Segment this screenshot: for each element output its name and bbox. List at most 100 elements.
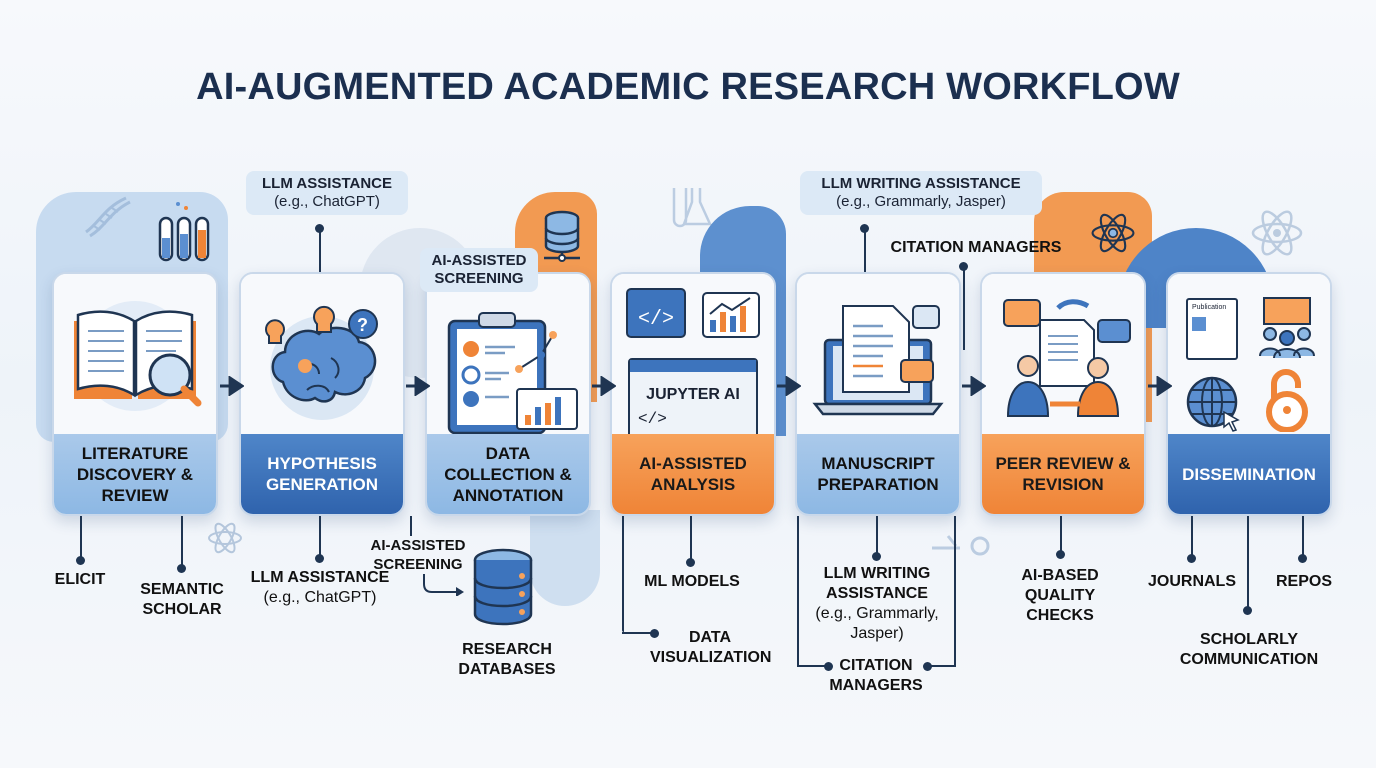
globe-icon [1186,376,1240,432]
tool-citation-managers: CITATION MANAGERS [829,657,923,694]
connector [690,516,692,562]
tool-ai-screening: AI-ASSISTED SCREENING [370,537,466,573]
tool-scholarly-communication: SCHOLARLY COMMUNICATION [1179,631,1319,668]
connector-dot [650,629,659,638]
book-magnifier-icon [74,301,202,411]
connector [319,516,321,558]
stage-label: HYPOTHESIS GENERATION [241,434,403,514]
tool-title: LLM ASSISTANCE [250,569,390,586]
connector-dot [860,224,869,233]
stage-card-dissemination[interactable]: Publication DISSEMINATION [1166,272,1332,516]
connector-dot [315,554,324,563]
database-server-icon [544,210,580,262]
dna-icon [85,196,131,238]
bar-chart-icon [702,292,760,338]
connector [1247,516,1249,610]
code-window-icon: </> [626,288,686,338]
tool-ml-models: ML MODELS [644,573,740,590]
atom-icon-small [208,522,242,554]
open-lock-icon [1266,369,1308,432]
stage-card-data-collection[interactable]: DATA COLLECTION & ANNOTATION [425,272,591,516]
svg-text:?: ? [357,315,368,335]
connector [622,632,652,634]
arrow-right-icon [592,376,616,396]
connector-dot [1243,606,1252,615]
stage-card-analysis[interactable]: </> JUPYTER AI </> AI-ASSISTED ANALYSIS [610,272,776,516]
connector [797,516,799,666]
callout-sub: (e.g., ChatGPT) [274,193,380,210]
stage-card-hypothesis[interactable]: ? HYPOTHESIS GENERATION [239,272,405,516]
stage-label: DATA COLLECTION & ANNOTATION [427,434,589,514]
connector [80,516,82,560]
audience-icon [1259,297,1315,359]
stage-card-literature[interactable]: LITERATURE DISCOVERY & REVIEW [52,272,218,516]
people-review-icon [1003,299,1131,417]
tool-llm-writing: LLM WRITING ASSISTANCE (e.g., Grammarly,… [800,564,954,644]
connector-dot [76,556,85,565]
tool-llm-assistance: LLM ASSISTANCE (e.g., ChatGPT) [250,568,390,608]
callout-llm-writing: LLM WRITING ASSISTANCE (e.g., Grammarly,… [800,171,1042,215]
svg-text:</>: </> [638,308,674,331]
publication-text: Publication [1192,304,1227,311]
callout-citation-managers: CITATION MANAGERS [890,239,1062,256]
connector [797,665,827,667]
connector-dot [1298,554,1307,563]
connector [876,516,878,556]
atom-icon-orange [1091,213,1135,253]
tool-data-visualization: DATA VISUALIZATION [650,629,772,666]
stage-label: MANUSCRIPT PREPARATION [797,434,959,514]
arrow-right-icon [1148,376,1172,396]
callout-title: LLM ASSISTANCE [262,175,392,192]
tool-semantic-scholar: SEMANTIC SCHOLAR [140,581,224,618]
arrow-right-icon [962,376,986,396]
page-title: AI-AUGMENTED ACADEMIC RESEARCH WORKFLOW [196,66,1180,108]
connector-dot [1056,550,1065,559]
connector-dot [959,262,968,271]
arrow-right-icon [406,376,430,396]
callout-title: LLM WRITING ASSISTANCE [821,175,1021,192]
gears-icon [932,535,990,556]
connector-dot [1187,554,1196,563]
stage-label: LITERATURE DISCOVERY & REVIEW [54,434,216,514]
connector-dot [872,552,881,561]
stage-label: PEER REVIEW & REVISION [982,434,1144,514]
publication-icon: Publication [1186,298,1238,360]
atom-icon [1251,210,1303,256]
test-tubes-icon [158,202,210,262]
connector [963,266,965,350]
callout-ai-screening: AI-ASSISTED SCREENING [420,248,538,292]
stage-card-manuscript[interactable]: MANUSCRIPT PREPARATION [795,272,961,516]
flask-icon [672,188,712,228]
brain-lightbulb-icon: ? [265,305,378,420]
connector [1302,516,1304,558]
arrow-bend-icon [423,574,464,596]
connector [622,516,624,632]
database-icon [473,548,533,626]
stage-card-peer-review[interactable]: PEER REVIEW & REVISION [980,272,1146,516]
tool-quality-checks: AI-BASED QUALITY CHECKS [1021,567,1099,624]
laptop-document-icon [812,305,944,416]
arrow-right-icon [777,376,801,396]
code-icon: </> [638,410,667,428]
clipboard-chart-icon [447,312,578,435]
tool-title: LLM WRITING ASSISTANCE [823,565,931,602]
connector [319,228,321,286]
bg-shape-drop [530,510,600,606]
connector-dot [824,662,833,671]
connector [410,516,412,536]
tool-repos: REPOS [1275,573,1332,590]
tool-elicit: ELICIT [54,571,106,588]
connector [181,516,183,568]
callout-llm-assistance: LLM ASSISTANCE (e.g., ChatGPT) [246,171,408,215]
jupyter-window: JUPYTER AI </> [628,358,758,438]
callout-title: AI-ASSISTED SCREENING [431,252,527,287]
connector [928,665,956,667]
connector [1191,516,1193,558]
connector [954,516,956,666]
connector-dot [315,224,324,233]
arrow-right-icon [220,376,244,396]
tool-sub: (e.g., Grammarly, Jasper) [815,605,939,642]
tool-sub: (e.g., ChatGPT) [263,589,377,606]
tool-research-databases: RESEARCH DATABASES [458,641,556,678]
jupyter-window-text: JUPYTER AI [646,386,740,403]
